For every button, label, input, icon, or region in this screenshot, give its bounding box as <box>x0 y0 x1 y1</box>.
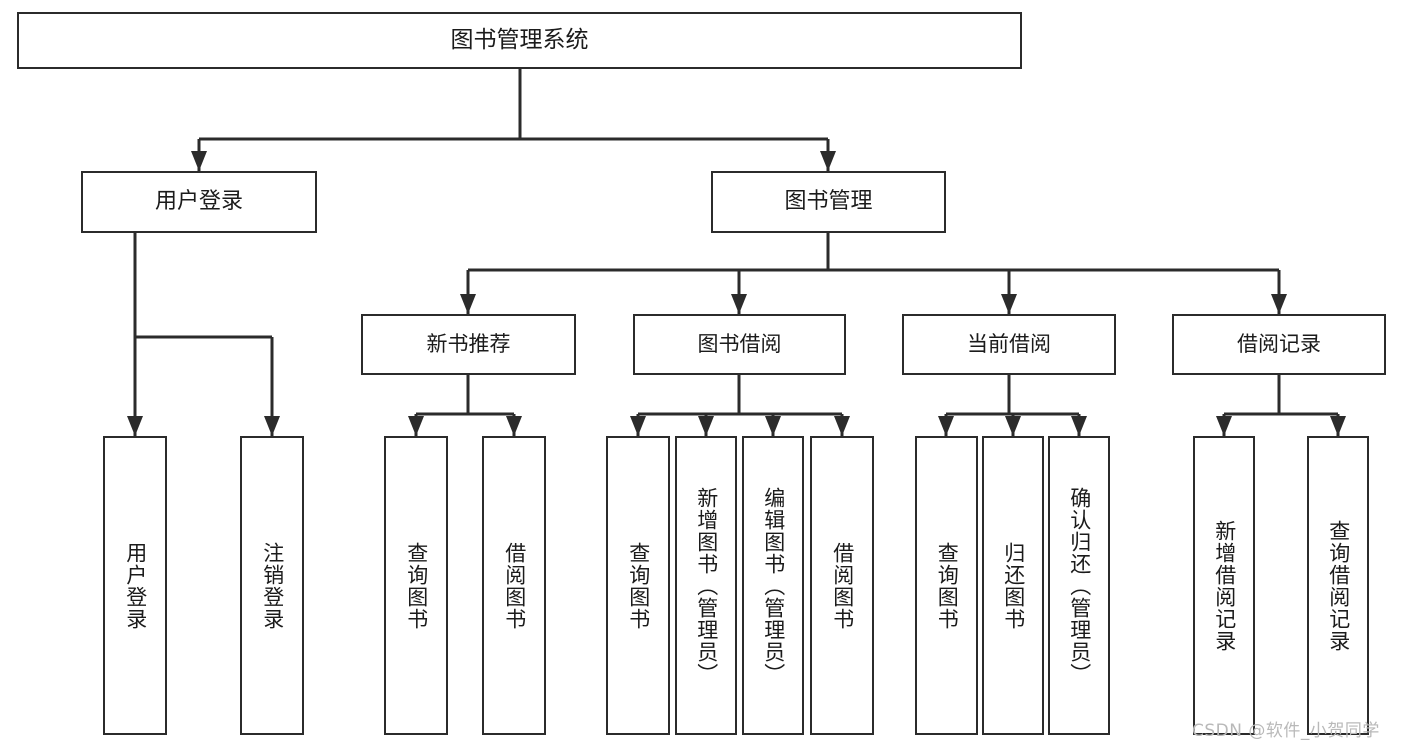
node-label: 确认归还（管理员） <box>1067 486 1092 685</box>
node-label: 新增借阅记录 <box>1212 519 1237 652</box>
node-label: 借阅图书 <box>830 541 855 630</box>
node-label: 归还图书 <box>1001 541 1026 630</box>
node-user-login[interactable]: 用户登录 <box>81 171 317 233</box>
node-leaf-return-book[interactable]: 归还图书 <box>982 436 1044 735</box>
node-label: 图书管理系统 <box>450 27 589 54</box>
node-label: 当前借阅 <box>967 332 1051 357</box>
node-leaf-user-login[interactable]: 用户登录 <box>103 436 167 735</box>
node-new-book-recommend[interactable]: 新书推荐 <box>361 314 576 375</box>
node-borrow-record[interactable]: 借阅记录 <box>1172 314 1386 375</box>
node-leaf-query-book-3[interactable]: 查询图书 <box>915 436 978 735</box>
node-leaf-query-book-2[interactable]: 查询图书 <box>606 436 670 735</box>
node-label: 编辑图书（管理员） <box>761 486 786 685</box>
node-label: 用户登录 <box>123 541 148 630</box>
node-label: 查询图书 <box>935 541 960 630</box>
node-label: 借阅图书 <box>502 541 527 630</box>
node-leaf-query-borrow-record[interactable]: 查询借阅记录 <box>1307 436 1369 735</box>
node-leaf-edit-book-admin[interactable]: 编辑图书（管理员） <box>742 436 804 735</box>
watermark-label: CSDN @软件_小贺同学 <box>1192 721 1380 741</box>
node-label: 图书借阅 <box>697 332 782 357</box>
node-label: 查询借阅记录 <box>1326 519 1351 652</box>
node-label: 新增图书（管理员） <box>694 486 719 685</box>
node-label: 借阅记录 <box>1237 332 1321 357</box>
node-leaf-borrow-book-1[interactable]: 借阅图书 <box>482 436 546 735</box>
node-book-manage[interactable]: 图书管理 <box>711 171 946 233</box>
node-label: 注销登录 <box>260 541 285 630</box>
node-label: 查询图书 <box>404 541 429 630</box>
node-leaf-add-borrow-record[interactable]: 新增借阅记录 <box>1193 436 1255 735</box>
node-label: 用户登录 <box>154 189 243 215</box>
node-leaf-user-logout[interactable]: 注销登录 <box>240 436 304 735</box>
node-leaf-confirm-return-admin[interactable]: 确认归还（管理员） <box>1048 436 1110 735</box>
node-label: 新书推荐 <box>426 332 511 357</box>
node-root-system[interactable]: 图书管理系统 <box>17 12 1022 69</box>
node-book-borrow[interactable]: 图书借阅 <box>633 314 846 375</box>
node-leaf-add-book-admin[interactable]: 新增图书（管理员） <box>675 436 737 735</box>
node-label: 查询图书 <box>626 541 651 630</box>
node-label: 图书管理 <box>784 189 873 215</box>
node-current-borrow[interactable]: 当前借阅 <box>902 314 1116 375</box>
node-leaf-query-book-1[interactable]: 查询图书 <box>384 436 448 735</box>
node-leaf-borrow-book-2[interactable]: 借阅图书 <box>810 436 874 735</box>
